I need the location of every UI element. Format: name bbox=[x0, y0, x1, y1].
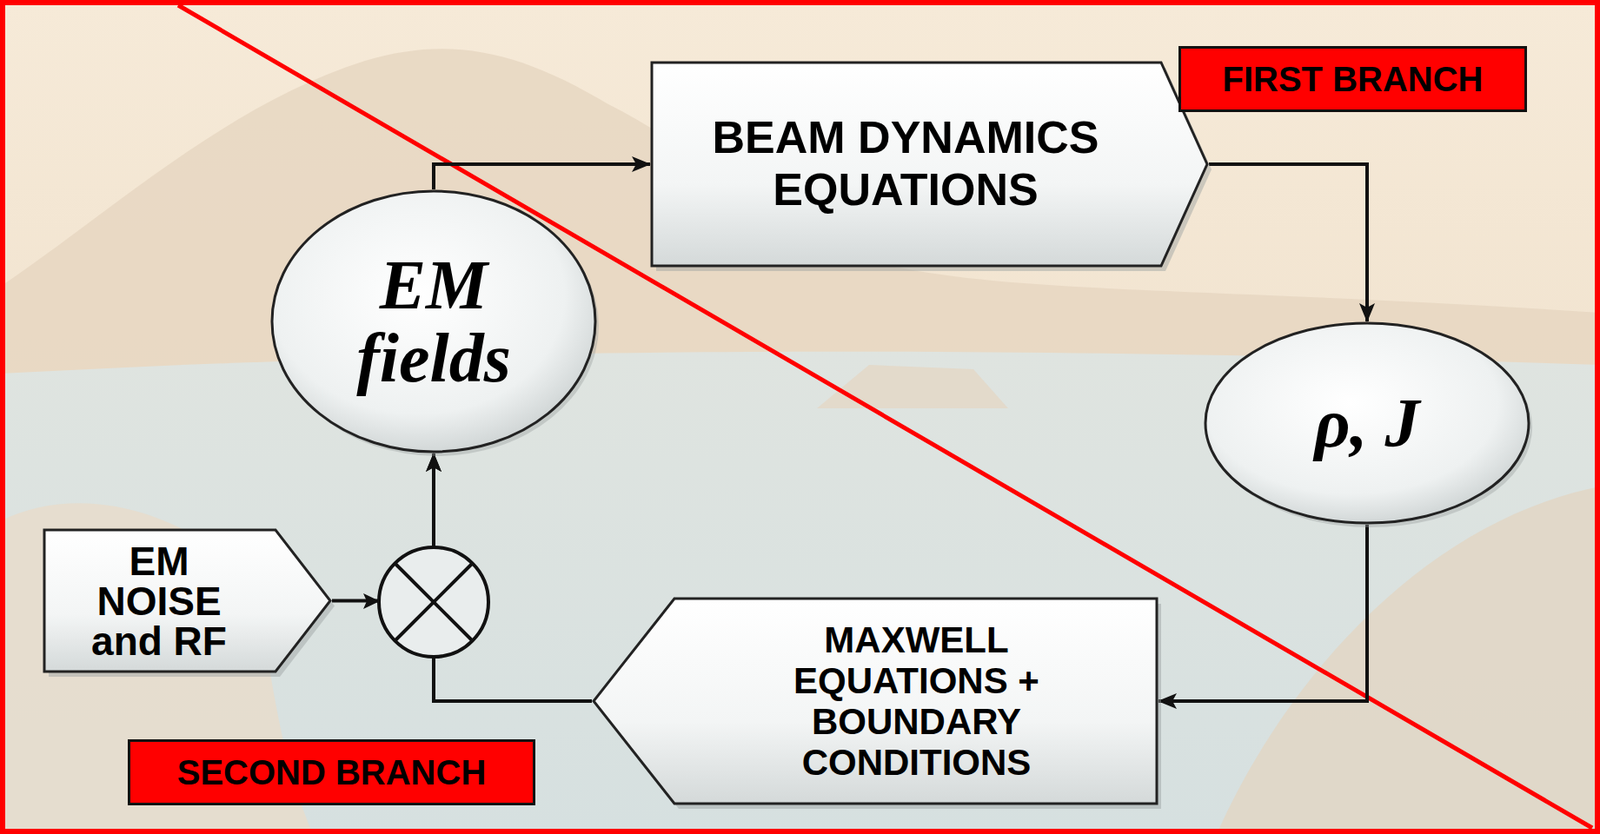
divider-line bbox=[178, 5, 1593, 829]
text-group: FIRST BRANCH bbox=[1222, 59, 1484, 99]
flow-arrow bbox=[1208, 164, 1368, 322]
process-box: MAXWELL EQUATIONS + BOUNDARY CONDITIONS bbox=[591, 597, 1159, 806]
text-group: SECOND BRANCH bbox=[177, 753, 487, 792]
branch-label: SECOND BRANCH bbox=[127, 739, 536, 806]
node-label: ρ, J bbox=[1314, 386, 1420, 460]
ellipse-outline bbox=[272, 191, 596, 452]
branch-label: FIRST BRANCH bbox=[1178, 46, 1527, 113]
text-group: EM fields bbox=[325, 248, 543, 395]
mountain bbox=[0, 48, 1600, 834]
arrow-box-outline bbox=[651, 62, 1208, 266]
text-group: ρ, J bbox=[1314, 386, 1420, 460]
node-label: FIRST BRANCH bbox=[1222, 59, 1484, 99]
flow-arrow bbox=[433, 164, 651, 190]
state-ellipse: ρ, J bbox=[1203, 321, 1531, 525]
text-group: MAXWELL EQUATIONS + BOUNDARY CONDITIONS bbox=[786, 619, 1048, 784]
node-label: SECOND BRANCH bbox=[177, 753, 487, 792]
hill bbox=[1216, 486, 1600, 834]
junction-cross bbox=[394, 563, 473, 642]
node-label: EM fields bbox=[325, 248, 543, 395]
node-label: BEAM DYNAMICS EQUATIONS bbox=[670, 112, 1141, 217]
sea bbox=[0, 351, 1600, 834]
ellipse-outline bbox=[1205, 323, 1529, 524]
state-ellipse: EM fields bbox=[270, 189, 598, 454]
junction-cross bbox=[394, 563, 473, 642]
summing-junction bbox=[378, 547, 489, 658]
label-box bbox=[129, 741, 535, 805]
text-group: EM NOISE and RF bbox=[72, 541, 246, 662]
input-box: EM NOISE and RF bbox=[42, 528, 332, 674]
node-label: EM NOISE and RF bbox=[72, 541, 246, 662]
label-box bbox=[1180, 47, 1527, 112]
node-label: MAXWELL EQUATIONS + BOUNDARY CONDITIONS bbox=[786, 619, 1048, 784]
text-group: BEAM DYNAMICS EQUATIONS bbox=[670, 112, 1141, 217]
castle bbox=[816, 365, 1009, 409]
process-box: BEAM DYNAMICS EQUATIONS bbox=[650, 60, 1209, 268]
flow-arrow bbox=[1158, 524, 1368, 702]
arrow-box-outline bbox=[593, 598, 1157, 804]
arrow-box-outline bbox=[44, 530, 331, 672]
